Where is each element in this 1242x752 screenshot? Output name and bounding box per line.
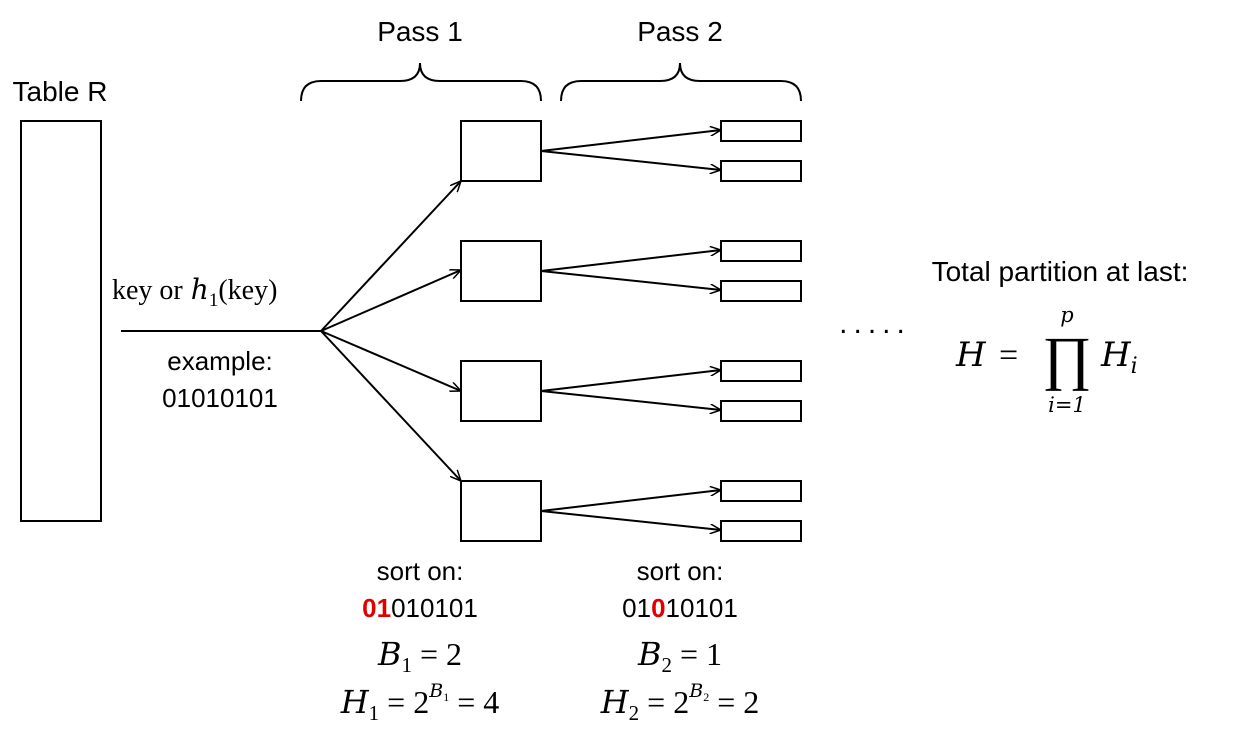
pass-2-partition-2 xyxy=(720,160,802,182)
example-value: 01010101 xyxy=(162,383,278,413)
pass-2-label: Pass 2 xyxy=(637,16,723,47)
arrow-4a xyxy=(540,490,721,512)
key-text: key or xyxy=(112,275,183,306)
product-upper: p xyxy=(1060,303,1073,327)
product-lower: i=1 xyxy=(1048,393,1086,417)
pass-1-brace xyxy=(300,62,542,102)
ellipsis: ..... xyxy=(839,307,911,340)
pass-2-partition-4 xyxy=(720,280,802,302)
pass-1-sort-label: sort on: xyxy=(377,556,464,586)
pass-2-partition-6 xyxy=(720,400,802,422)
pass-1-b-formula: B1 = 2 xyxy=(377,635,462,677)
pass-2-bits-rest: 10101 xyxy=(666,593,738,623)
arrow-1b xyxy=(540,150,721,170)
arrow-2a xyxy=(540,250,721,272)
arrow-to-bucket-1 xyxy=(320,181,461,332)
pass-2-partition-5 xyxy=(720,360,802,382)
pass-2-partition-3 xyxy=(720,240,802,262)
pass-1-bucket-3 xyxy=(460,360,542,422)
pass-2-partition-8 xyxy=(720,520,802,542)
pass-1-sort-bits: 01010101 xyxy=(362,593,478,623)
arrow-to-bucket-4 xyxy=(320,330,461,481)
arrow-1a xyxy=(540,130,721,152)
total-lhs: H xyxy=(955,335,987,375)
pass-2-bits-prefix: 01 xyxy=(622,593,651,623)
pass-1-label: Pass 1 xyxy=(377,16,463,47)
pass-1-bucket-2 xyxy=(460,240,542,302)
table-r-label: Table R xyxy=(13,76,108,107)
arrow-3a xyxy=(540,370,721,392)
pass-2-partition-1 xyxy=(720,120,802,142)
pass-2-h-formula: H2 = 2B2 = 2 xyxy=(600,680,759,725)
pass-1-bits-highlight: 01 xyxy=(362,593,391,623)
pass-1-h-formula: H1 = 2B1 = 4 xyxy=(340,680,499,725)
arrow-to-bucket-2 xyxy=(320,270,461,332)
pass-2-brace xyxy=(560,62,802,102)
pass-2-sort-bits: 01010101 xyxy=(622,593,738,623)
key-label: key or h1(key) xyxy=(112,273,277,311)
key-arg: (key) xyxy=(218,275,277,306)
h-var: h xyxy=(191,273,209,306)
pass-2-partition-7 xyxy=(720,480,802,502)
pass-2-sort-label: sort on: xyxy=(637,556,724,586)
total-label: Total partition at last: xyxy=(932,256,1189,287)
total-eq: = xyxy=(999,337,1018,374)
pass-2-b-formula: B2 = 1 xyxy=(637,635,722,677)
arrow-4b xyxy=(540,510,721,530)
arrow-to-bucket-3 xyxy=(320,330,461,391)
total-rhs: Hi xyxy=(1100,335,1138,379)
product-symbol: ∏ xyxy=(1042,325,1091,391)
pass-2-bits-highlight: 0 xyxy=(651,593,665,623)
h-sub: 1 xyxy=(209,290,219,311)
example-label: example: xyxy=(167,346,273,376)
pass-1-bucket-4 xyxy=(460,480,542,542)
arrow-3b xyxy=(540,390,721,410)
pass-1-bucket-1 xyxy=(460,120,542,182)
pass-1-bits-rest: 010101 xyxy=(391,593,478,623)
table-r-box xyxy=(20,120,102,522)
arrow-2b xyxy=(540,270,721,290)
